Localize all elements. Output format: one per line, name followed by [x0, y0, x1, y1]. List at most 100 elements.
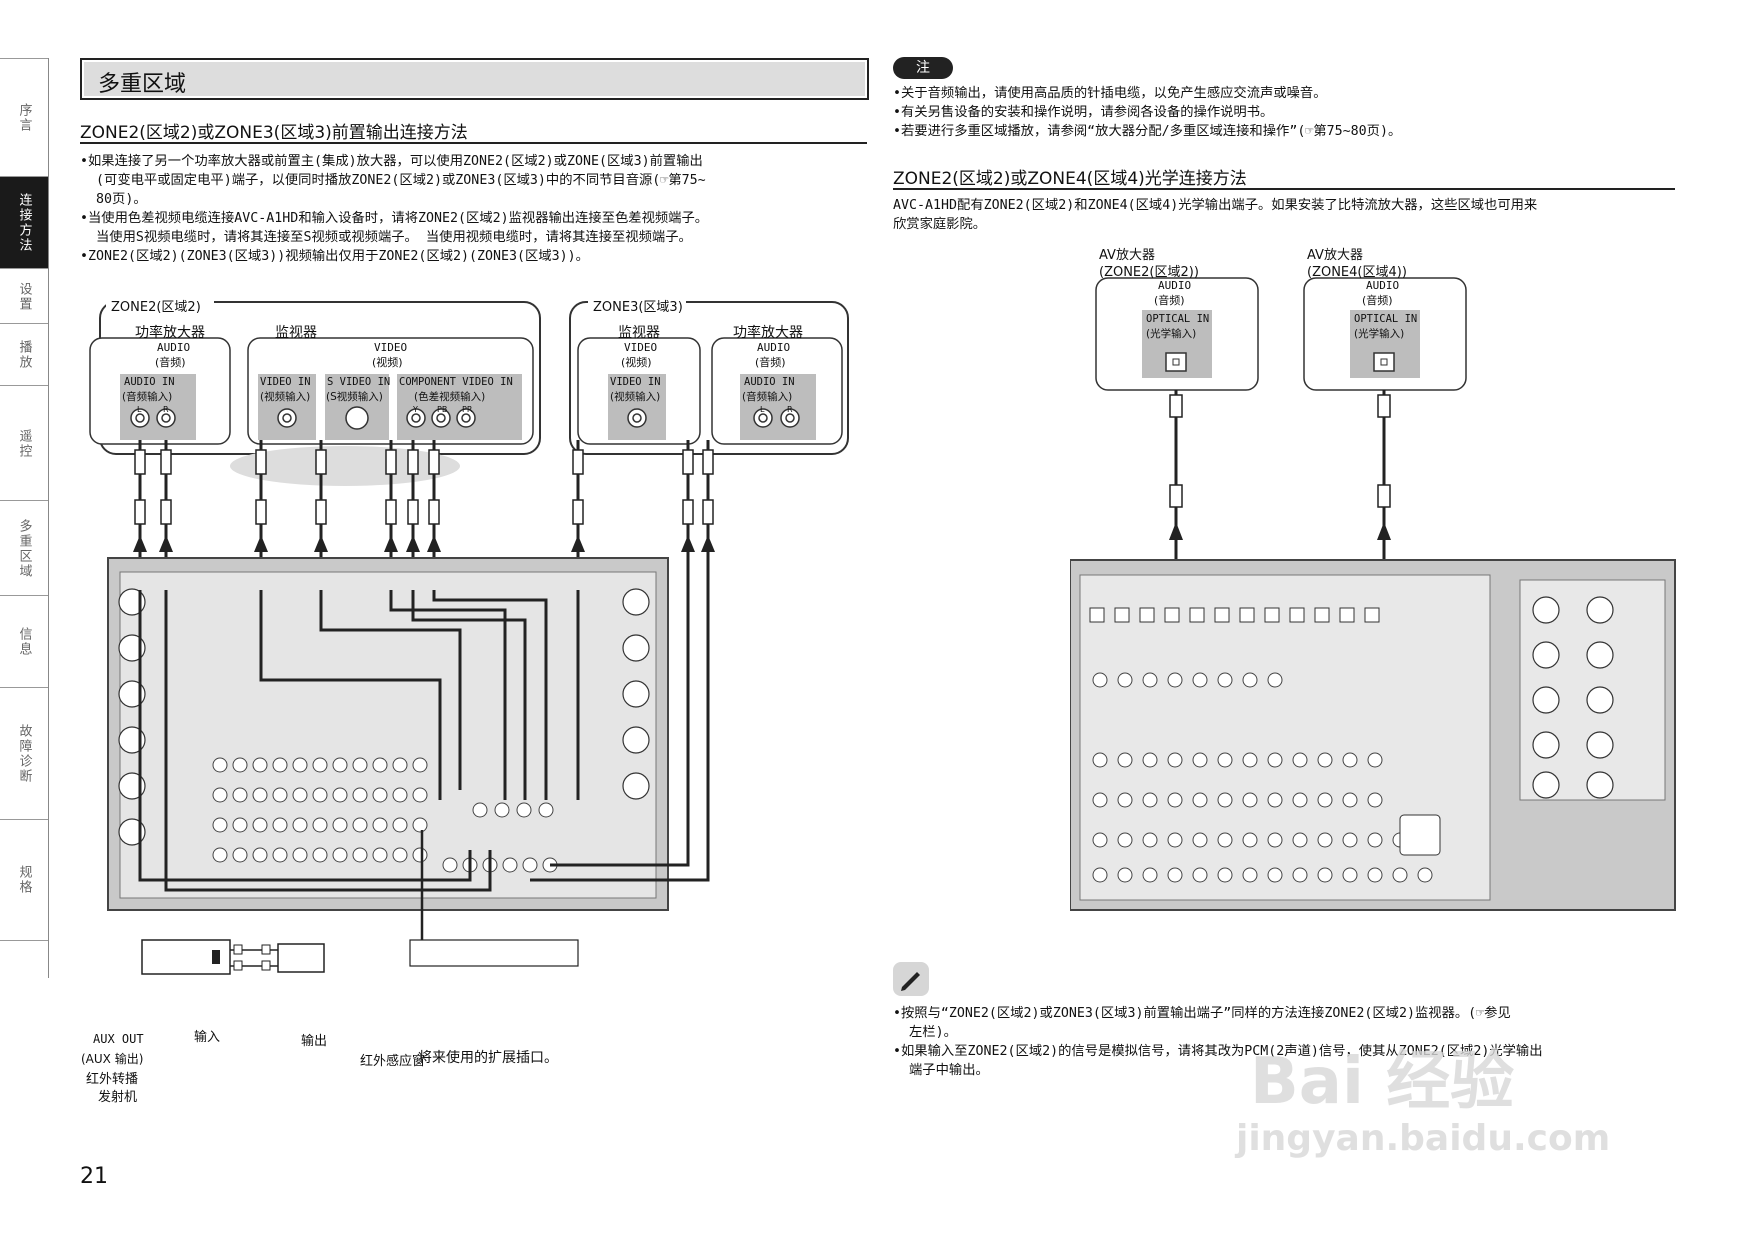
left-bullets: •如果连接了另一个功率放大器或前置主(集成)放大器，可以使用ZONE2(区域2)…: [80, 152, 870, 266]
zone2-video-label: VIDEO: [374, 341, 408, 354]
side-tab-info[interactable]: 信息: [0, 595, 48, 688]
pencil-icon: [893, 962, 929, 996]
tip-line: •如果输入至ZONE2(区域2)的信号是模拟信号，请将其改为PCM(2声道)信号…: [893, 1044, 1543, 1059]
av-amp-zone4-title: AV放大器: [1307, 248, 1363, 263]
tip-line: 左栏)。: [893, 1025, 957, 1040]
side-tab-strip: 序言 连接方法 设置 播放 遥控 多重区域 信息 故障诊断 规格: [0, 58, 49, 978]
side-tab-troubleshooting[interactable]: 故障诊断: [0, 687, 48, 820]
left-bullet-line: 80页)。: [80, 192, 147, 207]
ir-receiver-device: [277, 943, 325, 973]
port-r: R: [163, 405, 169, 414]
zone2-zone3-connection-diagram: [89, 294, 849, 975]
side-tab-multizone[interactable]: 多重区域: [0, 500, 48, 596]
video-in-label: VIDEO IN: [260, 376, 311, 388]
zone3-audio-in-cn: (音频输入): [742, 391, 793, 403]
side-tab-connections[interactable]: 连接方法: [0, 176, 48, 269]
av-amp-zone4-zone: (ZONE4(区域4)): [1307, 265, 1407, 280]
tip-line: •按照与“ZONE2(区域2)或ZONE3(区域3)前置输出端子”同样的方法连接…: [893, 1006, 1511, 1021]
note-line: •关于音频输出，请使用高品质的针插电缆，以免产生感应交流声或噪音。: [893, 86, 1327, 101]
side-tab-remote[interactable]: 遥控: [0, 385, 48, 501]
zone3-audio-cn: (音频): [755, 356, 786, 369]
page-number: 21: [80, 1164, 108, 1189]
left-bullet-line: (可变电平或固定电平)端子，以便同时播放ZONE2(区域2)或ZONE3(区域3…: [80, 173, 706, 188]
ir-transmitter-label-2: 发射机: [98, 1090, 138, 1105]
section-title-box: 多重区域: [80, 58, 869, 100]
optical-jack-icon: [1373, 352, 1395, 372]
expansion-note: 将来使用的扩展插口。: [418, 1050, 558, 1066]
side-tab-preface[interactable]: 序言: [0, 58, 48, 177]
ir-receiver-label: 红外感应窗: [360, 1054, 426, 1069]
ir-transmitter-device: [141, 939, 231, 975]
port-pb: PB: [437, 405, 448, 414]
av-amp-zone2-title: AV放大器: [1099, 248, 1155, 263]
zone4-optical-audio-cn: (音频): [1362, 294, 1393, 307]
s-video-jack-icon: [345, 406, 369, 430]
zone4-optical-in: OPTICAL IN: [1354, 313, 1418, 325]
s-video-in-label: S VIDEO IN: [327, 376, 391, 388]
side-tab-setup[interactable]: 设置: [0, 268, 48, 324]
zone2-optical-audio-cn: (音频): [1154, 294, 1185, 307]
zone2-power-amp-label: 功率放大器: [135, 325, 205, 341]
note-line: •若要进行多重区域播放，请参阅“放大器分配/多重区域连接和操作”(☞第75~80…: [893, 124, 1402, 139]
zone3-title: ZONE3(区域3): [593, 300, 683, 315]
watermark-logo: Bai 经验: [1250, 1045, 1515, 1119]
component-video-in-cn: (色差视频输入): [414, 391, 486, 403]
right-heading: ZONE2(区域2)或ZONE4(区域4)光学连接方法: [893, 164, 1675, 190]
zone2-audio-cn: (音频): [155, 356, 186, 369]
zone2-title: ZONE2(区域2): [111, 300, 201, 315]
note-line: •有关另售设备的安装和操作说明，请参阅各设备的操作说明书。: [893, 105, 1274, 120]
zone2-audio-label: AUDIO: [157, 341, 191, 354]
av-amp-zone2-zone: (ZONE2(区域2)): [1099, 265, 1199, 280]
zone3-port-r: R: [787, 405, 793, 414]
port-pr: PR: [462, 405, 473, 414]
zone2-monitor-label: 监视器: [275, 325, 317, 341]
zone3-audio-in-label: AUDIO IN: [744, 376, 795, 388]
side-tab-specs[interactable]: 规格: [0, 819, 48, 941]
zone3-power-amp-label: 功率放大器: [733, 325, 803, 341]
intro-line: AVC-A1HD配有ZONE2(区域2)和ZONE4(区域4)光学输出端子。如果…: [893, 198, 1538, 213]
zone3-video-in-cn: (视频输入): [610, 391, 661, 403]
ir-transmitter-label-1: 红外转播: [86, 1072, 139, 1087]
zone3-video-label: VIDEO: [624, 341, 658, 354]
zone3-video-in-label: VIDEO IN: [610, 376, 661, 388]
right-intro: AVC-A1HD配有ZONE2(区域2)和ZONE4(区域4)光学输出端子。如果…: [893, 196, 1683, 234]
zone3-monitor-label: 监视器: [618, 325, 660, 341]
section-title: 多重区域: [98, 72, 187, 97]
s-video-in-cn: (S视频输入): [326, 391, 383, 403]
left-bullet-line: •如果连接了另一个功率放大器或前置主(集成)放大器，可以使用ZONE2(区域2)…: [80, 154, 703, 169]
intro-line: 欣赏家庭影院。: [893, 217, 987, 232]
left-bullet-line: •ZONE2(区域2)(ZONE3(区域3))视频输出仅用于ZONE2(区域2)…: [80, 249, 589, 264]
notes-badge: 注: [893, 57, 953, 79]
component-video-in-label: COMPONENT VIDEO IN: [399, 376, 513, 388]
optical-jack-icon: [1165, 352, 1187, 372]
port-l: L: [137, 405, 142, 414]
zone2-optical-in: OPTICAL IN: [1146, 313, 1210, 325]
output-label: 输出: [301, 1034, 328, 1049]
zone2-audio-in-cn: (音频输入): [122, 391, 173, 403]
notes-list: •关于音频输出，请使用高品质的针插电缆，以免产生感应交流声或噪音。 •有关另售设…: [893, 84, 1693, 141]
tip-line: 端子中输出。: [893, 1063, 989, 1078]
cable-grouping-oval: [230, 446, 460, 486]
input-label: 输入: [194, 1030, 221, 1045]
port-y: Y: [413, 405, 418, 414]
zone4-optical-in-cn: (光学输入): [1354, 328, 1405, 340]
zone4-optical-audio: AUDIO: [1366, 279, 1400, 292]
left-bullet-line: 当使用S视频电缆时，请将其连接至S视频或视频端子。 当使用视频电缆时，请将其连接…: [80, 230, 692, 245]
aux-out-cn: (AUX 输出): [81, 1052, 144, 1066]
zone3-audio-label: AUDIO: [757, 341, 791, 354]
side-tab-playback[interactable]: 播放: [0, 323, 48, 386]
zone2-zone4-optical-diagram: [1070, 277, 1676, 911]
expansion-note-box: [409, 939, 579, 967]
zone2-audio-in-label: AUDIO IN: [124, 376, 175, 388]
left-bullet-line: •当使用色差视频电缆连接AVC-A1HD和输入设备时，请将ZONE2(区域2)监…: [80, 211, 709, 226]
tips-list: •按照与“ZONE2(区域2)或ZONE3(区域3)前置输出端子”同样的方法连接…: [893, 1004, 1693, 1080]
zone3-port-l: L: [760, 405, 765, 414]
zone2-optical-audio: AUDIO: [1158, 279, 1192, 292]
zone2-video-cn: (视频): [372, 356, 403, 369]
watermark-url: jingyan.baidu.com: [1236, 1118, 1611, 1159]
zone3-video-cn: (视频): [621, 356, 652, 369]
zone2-optical-in-cn: (光学输入): [1146, 328, 1197, 340]
video-in-cn: (视频输入): [260, 391, 311, 403]
aux-out-label: AUX OUT: [93, 1032, 144, 1046]
left-heading: ZONE2(区域2)或ZONE3(区域3)前置输出连接方法: [80, 118, 867, 144]
